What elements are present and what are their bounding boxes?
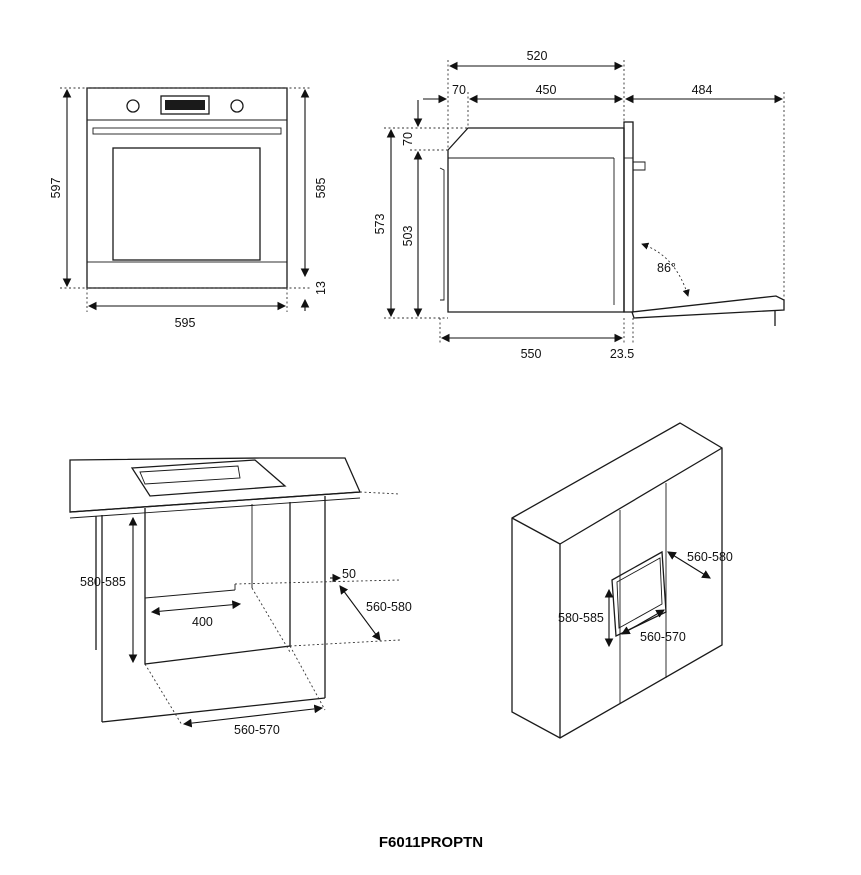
side-door-open-depth: 484 [692,83,713,97]
countertop [69,457,361,513]
uc-width: 560-570 [234,723,280,737]
oven-window [112,147,261,261]
under-counter-install: 580-585 50 560-580 400 560-570 [69,457,412,737]
right-knob [230,99,244,113]
cavity [144,502,291,665]
side-inner-height: 503 [401,226,415,247]
uc-vent: 400 [192,615,213,629]
side-depth-bottom: 550 [521,347,542,361]
door-panel [623,121,634,313]
front-right-height: 585 [314,178,328,199]
left-knob [126,99,140,113]
uc-depth: 560-580 [366,600,412,614]
door-angle: 86° [657,261,676,275]
side-body [447,127,625,313]
side-total-height: 573 [373,214,387,235]
column-install: 560-580 580-585 560-570 [511,422,733,739]
side-top-height: 70 [401,132,415,146]
front-view: 597 585 13 595 [49,87,328,330]
column-niche [611,550,667,637]
oven-body [86,87,288,289]
side-depth-top: 520 [527,49,548,63]
front-total-height: 597 [49,178,63,199]
display-panel [160,95,210,115]
front-plinth: 13 [314,281,328,295]
side-inner-depth: 450 [536,83,557,97]
door-knob [633,161,646,171]
col-height: 580-585 [558,611,604,625]
side-offset: 70 [452,83,466,97]
door-handle [92,127,282,135]
uc-gap: 50 [342,567,356,581]
front-width: 595 [175,316,196,330]
door-open [631,295,785,319]
column-cabinet [511,422,723,739]
col-depth: 560-580 [687,550,733,564]
model-name: F6011PROPTN [379,834,483,851]
hob [130,459,287,497]
uc-height: 580-585 [80,575,126,589]
col-width: 560-570 [640,630,686,644]
side-door-thickness: 23.5 [610,347,634,361]
side-view: 86° 520 70 450 484 573 70 503 550 23.5 [373,49,785,361]
